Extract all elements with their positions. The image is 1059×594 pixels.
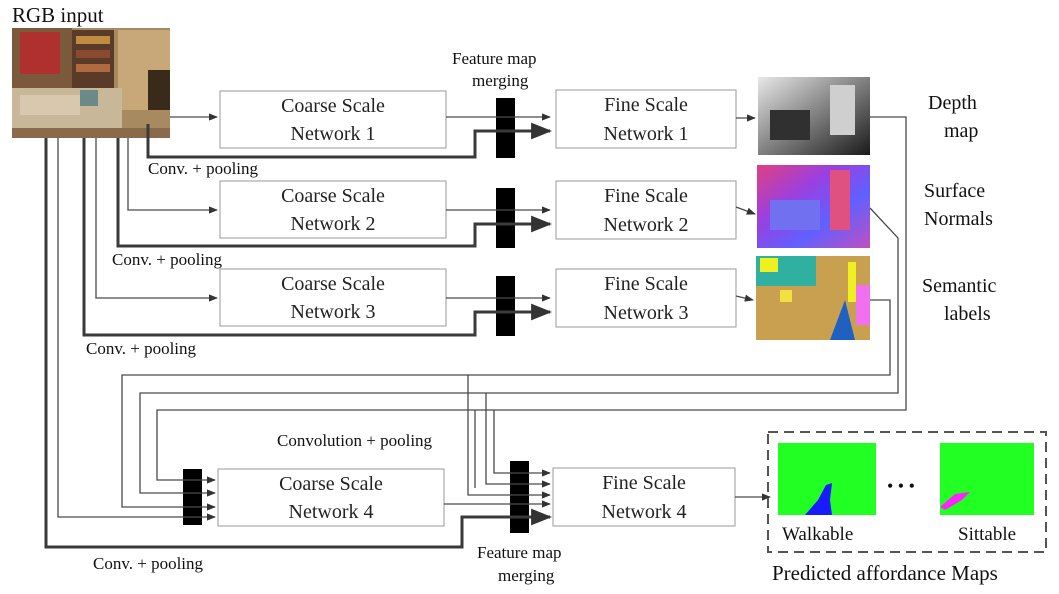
labels-label: labels xyxy=(944,303,991,325)
conv-pooling-label-3: Conv. + pooling xyxy=(86,339,197,358)
predicted-affordance-maps-label: Predicted affordance Maps xyxy=(772,561,998,585)
conv-pooling-label-1: Conv. + pooling xyxy=(148,159,259,178)
fine-network-4: Fine Scale Network 4 xyxy=(552,467,736,527)
semantic-label: Semantic xyxy=(922,275,997,297)
conn-rgb-coarse2 xyxy=(127,138,218,214)
fine-network-3: Fine Scale Network 3 xyxy=(555,268,737,328)
svg-text:Coarse Scale: Coarse Scale xyxy=(281,95,385,117)
conn-fine3-semantic xyxy=(735,294,754,302)
feature-map-merging-top-line2: merging xyxy=(472,71,529,90)
rgb-input-label: RGB input xyxy=(12,3,104,27)
feature-map-merging-top-line1: Feature map xyxy=(452,49,537,68)
map-label: map xyxy=(944,120,978,142)
svg-text:Network 2: Network 2 xyxy=(604,214,689,236)
svg-text:Network 3: Network 3 xyxy=(604,302,689,324)
feature-map-merging-bottom-line2: merging xyxy=(498,566,555,585)
loop-normals xyxy=(139,207,899,497)
walkable-label: Walkable xyxy=(782,524,853,545)
merge-block-4b xyxy=(510,461,529,533)
svg-text:Coarse Scale: Coarse Scale xyxy=(281,185,385,207)
conv-pooling-label-2: Conv. + pooling xyxy=(112,250,223,269)
svg-text:Fine Scale: Fine Scale xyxy=(604,273,688,295)
coarse-network-4: Coarse Scale Network 4 xyxy=(217,468,445,527)
conn-rgb-coarse4 xyxy=(57,138,216,521)
conn-fine2-normals xyxy=(735,206,756,215)
svg-text:Coarse Scale: Coarse Scale xyxy=(281,273,385,295)
svg-text:Fine Scale: Fine Scale xyxy=(602,472,686,494)
svg-text:Network 2: Network 2 xyxy=(291,213,376,235)
svg-text:Network 3: Network 3 xyxy=(291,301,376,323)
coarse-network-2: Coarse Scale Network 2 xyxy=(219,180,447,239)
rgb-input-image xyxy=(12,28,170,138)
ellipsis: • • • xyxy=(887,476,915,496)
walkable-map xyxy=(778,443,876,515)
coarse-network-1: Coarse Scale Network 1 xyxy=(219,90,447,149)
fine-network-1: Fine Scale Network 1 xyxy=(555,89,737,149)
merge-block-2 xyxy=(496,188,515,248)
conn-conv-pool-4 xyxy=(44,138,553,549)
surface-normals-image xyxy=(757,165,870,248)
coarse-network-3: Coarse Scale Network 3 xyxy=(219,268,447,327)
svg-text:Network 1: Network 1 xyxy=(291,123,376,145)
svg-text:Network 4: Network 4 xyxy=(602,501,687,523)
semantic-labels-image xyxy=(756,256,870,340)
conv-pooling-label-4: Conv. + pooling xyxy=(93,554,204,573)
merge-block-4a xyxy=(183,469,202,525)
conn-conv-pool-1 xyxy=(146,122,553,159)
loop-depth-to-fine xyxy=(493,410,551,477)
svg-text:Network 1: Network 1 xyxy=(604,123,689,145)
sittable-map xyxy=(940,443,1034,515)
feature-map-merging-bottom-line1: Feature map xyxy=(477,543,562,562)
conn-conv-pool-2 xyxy=(116,138,553,248)
svg-text:Fine Scale: Fine Scale xyxy=(604,185,688,207)
svg-text:Network 4: Network 4 xyxy=(289,501,374,523)
merge-block-1 xyxy=(496,98,515,158)
loop-depth xyxy=(156,116,907,484)
conn-rgb-coarse3 xyxy=(95,138,218,302)
conn-conv-pool-3 xyxy=(82,138,553,337)
convolution-pooling-label: Convolution + pooling xyxy=(277,431,433,450)
depth-map-image xyxy=(758,77,870,155)
merge-block-3 xyxy=(496,276,515,336)
loop-normals-to-fine xyxy=(485,393,551,488)
affordance-panel xyxy=(767,431,1047,553)
surface-label: Surface xyxy=(924,180,985,202)
loop-semantic xyxy=(121,299,891,511)
depth-label: Depth xyxy=(928,92,977,114)
svg-text:Coarse Scale: Coarse Scale xyxy=(279,473,383,495)
svg-text:Fine Scale: Fine Scale xyxy=(604,94,688,116)
fine-network-2: Fine Scale Network 2 xyxy=(555,180,737,240)
normals-label: Normals xyxy=(924,208,993,230)
sittable-label: Sittable xyxy=(958,524,1016,545)
loop-semantic-to-fine xyxy=(467,375,551,499)
